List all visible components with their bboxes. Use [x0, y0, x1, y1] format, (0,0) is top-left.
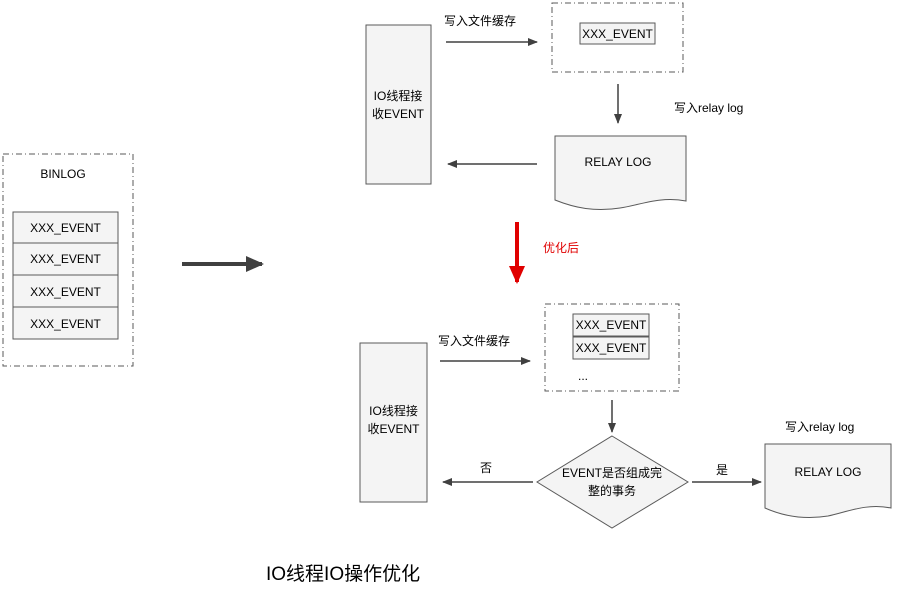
bottom-io-thread-line2: 收EVENT [367, 422, 420, 436]
binlog-event-row: XXX_EVENT [12, 211, 119, 244]
binlog-container: BINLOG XXX_EVENT XXX_EVENT XXX_EVENT XXX… [2, 153, 134, 367]
decision-diamond: EVENT是否组成完 整的事务 [536, 435, 689, 529]
decision-line1: EVENT是否组成完 [562, 465, 662, 480]
bottom-cache-event-label: XXX_EVENT [576, 341, 647, 355]
bottom-relay-log-label: RELAY LOG [795, 465, 862, 479]
bottom-file-cache: XXX_EVENT XXX_EVENT ... [544, 303, 680, 392]
bottom-cache-more: ... [578, 369, 588, 383]
bottom-write-relay-label: 写入relay log [785, 420, 854, 434]
bottom-io-thread-box: IO线程接 收EVENT [359, 342, 428, 503]
binlog-event-label: XXX_EVENT [30, 252, 101, 266]
top-write-relay-label: 写入relay log [674, 101, 743, 115]
bottom-cache-event-label: XXX_EVENT [576, 318, 647, 332]
top-file-cache: XXX_EVENT [551, 2, 684, 73]
top-cache-event-label: XXX_EVENT [582, 27, 653, 41]
top-relay-log-document: RELAY LOG [554, 135, 687, 211]
top-io-thread-box: IO线程接 收EVENT [365, 24, 432, 185]
binlog-event-row: XXX_EVENT [12, 306, 119, 340]
optimized-label: 优化后 [543, 241, 579, 255]
diagram-caption: IO线程IO操作优化 [266, 563, 420, 585]
bottom-relay-log-document: RELAY LOG [764, 443, 892, 519]
bottom-io-thread-line1: IO线程接 [369, 403, 418, 418]
top-write-cache-label: 写入文件缓存 [444, 13, 516, 28]
bottom-write-cache-label: 写入文件缓存 [438, 333, 510, 348]
binlog-event-label: XXX_EVENT [30, 221, 101, 235]
top-io-thread-line2: 收EVENT [372, 107, 425, 121]
binlog-event-label: XXX_EVENT [30, 285, 101, 299]
decision-yes-label: 是 [716, 463, 728, 477]
binlog-event-row: XXX_EVENT [12, 242, 119, 276]
binlog-event-row: XXX_EVENT [12, 274, 119, 308]
top-io-thread-line1: IO线程接 [374, 88, 423, 103]
binlog-event-label: XXX_EVENT [30, 317, 101, 331]
binlog-title: BINLOG [40, 167, 85, 181]
decision-no-label: 否 [480, 461, 492, 475]
decision-line2: 整的事务 [588, 483, 636, 498]
top-relay-log-label: RELAY LOG [585, 155, 652, 169]
